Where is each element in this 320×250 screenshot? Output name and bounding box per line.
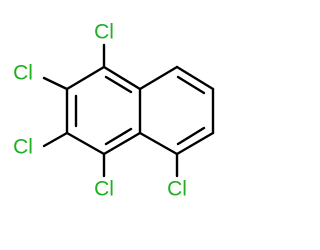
substituent-bonds (42, 43, 179, 178)
atom-label-cl-c2: Cl (13, 136, 33, 159)
bond-c4a-c5 (138, 65, 179, 91)
atom-label-cl-c3: Cl (13, 62, 33, 85)
bond-c7-c8 (175, 131, 215, 156)
double-bond-c5-c6 (176, 75, 206, 95)
bond-c2-cl (42, 131, 69, 148)
atom-labels: Cl Cl Cl Cl Cl (13, 21, 187, 201)
atom-label-cl-c1: Cl (94, 178, 114, 201)
left-ring (65, 65, 142, 156)
bond-c4a-c4 (102, 65, 142, 91)
bond-c5-c6 (175, 65, 215, 91)
bond-c2-c1 (65, 131, 106, 156)
double-bond-c1-c8a (104, 127, 133, 146)
bond-c3-cl (42, 76, 69, 91)
bond-c4-c3 (65, 65, 106, 91)
atom-label-cl-c8: Cl (167, 178, 187, 201)
double-bond-c7-c8 (176, 126, 206, 146)
naphthalene-structure: Cl Cl Cl Cl Cl (13, 21, 215, 201)
bond-c1-c8a (102, 131, 142, 156)
bond-c8-c8a (138, 131, 179, 156)
atom-label-cl-c4: Cl (94, 21, 114, 44)
right-ring (138, 65, 215, 156)
double-bond-c4-c4a (104, 75, 133, 94)
